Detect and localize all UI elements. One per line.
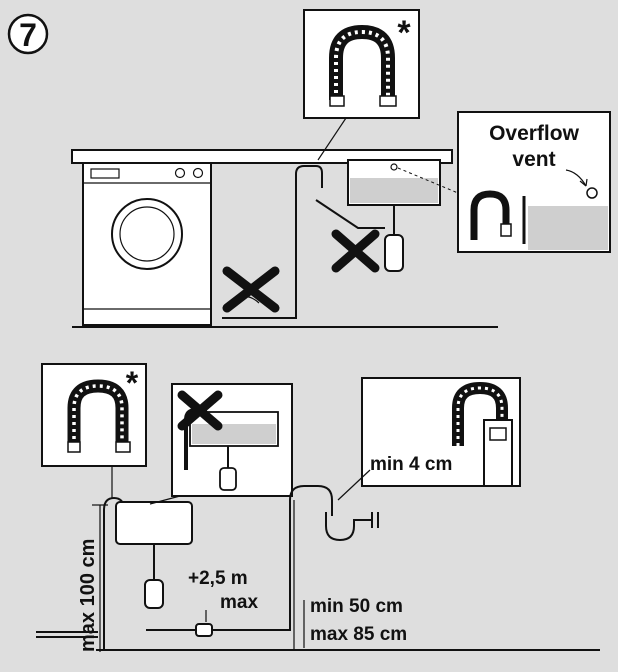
hook-hose-icon-2 <box>67 379 129 446</box>
min-50cm-label: min 50 cm <box>310 596 403 617</box>
cross-icon <box>331 229 380 273</box>
drain-hose-to-sink <box>315 199 385 229</box>
crossed-panel-leader <box>149 495 181 505</box>
min4cm-hose-ribs <box>456 386 504 446</box>
sink-water <box>350 178 438 203</box>
washer-knob-1 <box>174 167 186 179</box>
washer-door-inner <box>119 206 175 262</box>
overflow-hose-end <box>500 223 512 237</box>
washer-drawer <box>90 168 120 179</box>
overflow-hose-icon <box>470 190 510 240</box>
overflow-water <box>528 206 608 250</box>
max-85cm-label: max 85 cm <box>310 624 407 645</box>
bottom-basin <box>115 501 193 609</box>
overflow-label-line2: vent <box>512 148 555 171</box>
hook-end-right <box>379 95 397 107</box>
washing-machine <box>82 162 212 326</box>
hook-hose-ribs <box>334 29 390 100</box>
bottom-scene: max 100 cm * <box>36 363 600 652</box>
washer-body <box>82 162 212 326</box>
hook-end-right-2 <box>115 441 131 453</box>
min4cm-hose-end <box>489 427 507 441</box>
sink-trap <box>384 234 404 272</box>
hose-connector <box>195 623 213 637</box>
overflow-panel: Overflow vent <box>457 111 611 253</box>
extension-label: +2,5 m <box>188 568 248 589</box>
min4cm-panel: min 4 cm <box>361 377 521 487</box>
overflow-label-line1: Overflow <box>489 122 580 145</box>
crossed-sink-water <box>192 424 276 444</box>
crossed-sink-panel <box>171 383 293 497</box>
overflow-hole-icon <box>586 187 598 199</box>
hook-detail-top: * <box>303 9 420 119</box>
step-badge: 7 <box>7 13 49 55</box>
bottom-basin-trap <box>144 579 164 609</box>
drain-hose-top <box>222 165 323 319</box>
hook-end-left <box>329 95 345 107</box>
crossed-trap <box>219 467 237 491</box>
wall-trap <box>325 512 372 542</box>
hook-detail-bottom: * <box>41 363 147 467</box>
cross-icon <box>177 390 223 431</box>
step-number: 7 <box>19 17 37 53</box>
top-scene: * Overflow vent <box>71 9 611 328</box>
sink <box>347 159 441 272</box>
asterisk-mark-top: * <box>397 14 411 52</box>
step-circle <box>7 13 49 55</box>
extension-max-label: max <box>220 592 258 613</box>
hook-end-left-2 <box>67 441 81 453</box>
top-hook-leader <box>317 117 347 161</box>
washer-knob-2 <box>192 167 204 179</box>
max-100cm-label: max 100 cm <box>77 539 99 652</box>
extension-hose-2 <box>212 485 333 631</box>
overflow-arrow <box>565 169 587 187</box>
min4cm-leader <box>337 469 371 501</box>
bottom-basin-body <box>115 501 193 545</box>
min-4cm-label: min 4 cm <box>370 454 452 475</box>
washer-door <box>111 198 183 270</box>
sink-overflow-hole <box>390 163 398 171</box>
overflow-arrow-head <box>579 178 588 187</box>
cross-icon <box>222 266 280 313</box>
asterisk-mark-bottom: * <box>126 365 139 401</box>
